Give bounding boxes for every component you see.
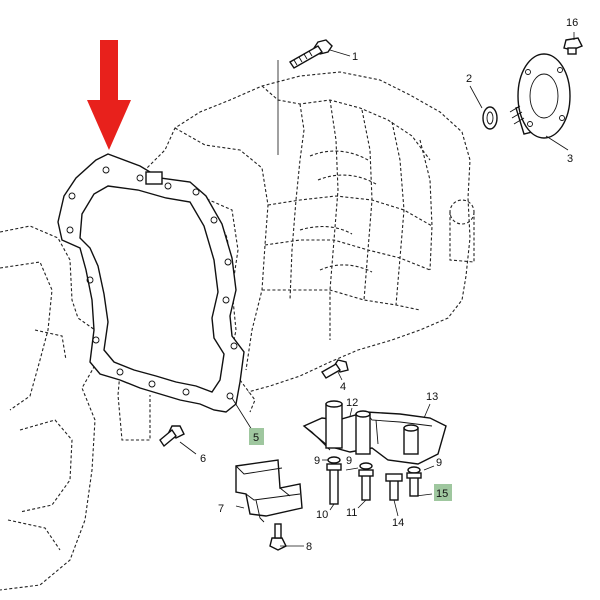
callout-6: 6 <box>200 453 206 465</box>
callout-1: 1 <box>352 51 358 63</box>
bolt-4 <box>321 359 349 379</box>
bolt-16 <box>563 37 583 55</box>
bolt-15 <box>406 472 422 497</box>
callout-2: 2 <box>466 73 472 85</box>
callout-5-highlight <box>249 428 264 445</box>
flange-3 <box>509 53 571 139</box>
callout-3: 3 <box>567 153 573 165</box>
seal-ring-2 <box>482 106 498 130</box>
leader-lines <box>179 32 575 547</box>
bolt-1 <box>289 39 333 69</box>
bolt-10 <box>326 463 342 505</box>
housing-gasket <box>57 153 245 413</box>
callout-15-highlight <box>434 484 452 501</box>
callout-4: 4 <box>340 381 346 393</box>
bolt-8 <box>269 523 287 551</box>
callout-14: 14 <box>392 517 404 529</box>
bolt-6 <box>159 425 185 448</box>
left-adjacent-housing <box>0 225 99 591</box>
callout-5: 5 <box>253 432 259 444</box>
callout-9-left: 9 <box>314 455 320 467</box>
callout-8: 8 <box>306 541 312 553</box>
callout-10: 10 <box>316 509 328 521</box>
callout-16: 16 <box>566 17 578 29</box>
callout-15: 15 <box>436 488 448 500</box>
callout-9-center: 9 <box>346 455 352 467</box>
bolt-11 <box>358 469 374 501</box>
mounting-bracket-13 <box>302 400 447 465</box>
callout-7: 7 <box>218 503 224 515</box>
callout-12: 12 <box>346 397 358 409</box>
washer-9 <box>327 456 421 474</box>
support-bracket-7 <box>235 459 303 523</box>
callout-13: 13 <box>426 391 438 403</box>
callout-11: 11 <box>346 507 357 519</box>
callout-9-right: 9 <box>436 457 442 469</box>
down-arrow-icon <box>87 40 131 150</box>
bolt-14 <box>385 473 403 501</box>
